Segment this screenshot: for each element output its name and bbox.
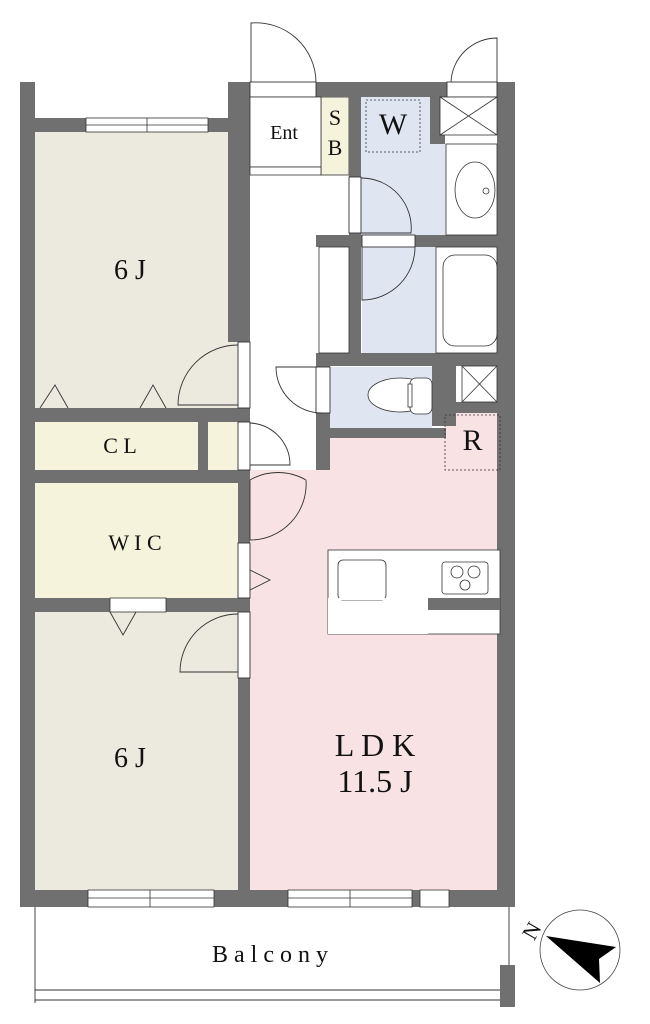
- windows: [85, 117, 450, 908]
- wic-label: W I C: [108, 530, 162, 555]
- ldk-size: 11.5 J: [337, 763, 413, 799]
- fridge-space: [444, 414, 501, 471]
- bedroom-north-label: 6 J: [114, 255, 146, 286]
- bedroom-north-fill: [35, 132, 240, 410]
- ldk-fill: [250, 413, 500, 890]
- ldk-label: L D K: [334, 727, 416, 763]
- compass-icon: [539, 909, 621, 991]
- small-closet-fill: [208, 422, 238, 470]
- bedroom-south-label: 6 J: [114, 743, 146, 774]
- fixtures: [327, 96, 501, 635]
- wic-fill: [35, 483, 238, 598]
- bath-entry-fill: [362, 247, 436, 354]
- closet-label: C L: [103, 433, 137, 458]
- walls: [20, 82, 515, 1007]
- door-swings: [39, 22, 498, 679]
- closet-fill: [35, 422, 198, 470]
- washer-label: W: [378, 108, 408, 141]
- balcony-label: B a l c o n y: [212, 942, 328, 968]
- shoe-box-label-s: S: [328, 105, 342, 130]
- washer-space: [365, 99, 421, 153]
- bedroom-south-fill: [35, 612, 238, 890]
- entrance-area: [249, 96, 350, 354]
- washroom-fill: [361, 97, 446, 235]
- entrance-label: Ent: [270, 122, 298, 144]
- fridge-label: R: [462, 424, 483, 457]
- shoe-box-label-b: B: [327, 135, 343, 160]
- balcony-railing: [34, 907, 510, 1003]
